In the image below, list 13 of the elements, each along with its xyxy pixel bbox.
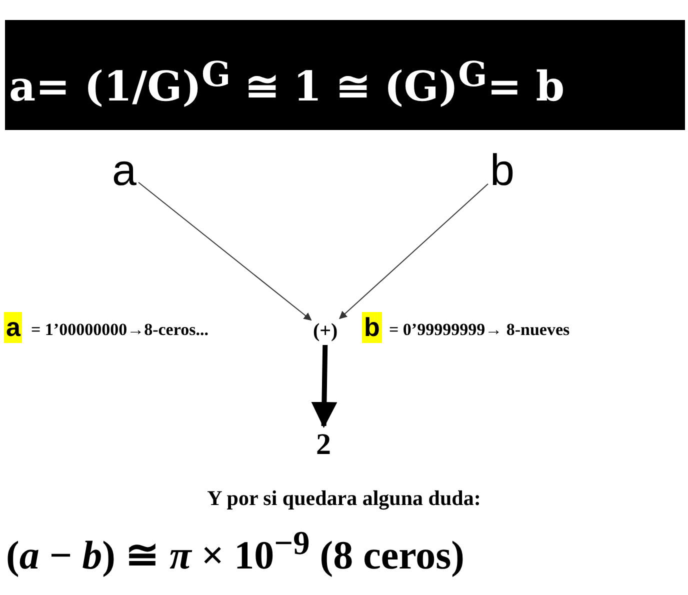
variable-label: b xyxy=(490,146,514,196)
variable-label: a xyxy=(112,146,136,196)
result-label: 2 xyxy=(316,428,331,462)
formula-text: (a − b) ≅ π × 10$^{−9}$ (8 ceros) xyxy=(6,525,464,578)
variable-highlight: a xyxy=(4,312,22,343)
value-text: = 0’99999999→ 8-nueves xyxy=(389,320,570,340)
arrow xyxy=(138,182,312,321)
operator-label: (+) xyxy=(313,320,338,343)
formula-banner: a= (1/G)$^{G}$ ≅ 1 ≅ (G)$^{G}$= b xyxy=(5,20,685,130)
variable-highlight: b xyxy=(362,312,382,343)
value-text: = 1’00000000→8-ceros... xyxy=(31,320,208,340)
arrow xyxy=(338,183,488,320)
note-text: Y por si quedara alguna duda: xyxy=(206,486,482,511)
